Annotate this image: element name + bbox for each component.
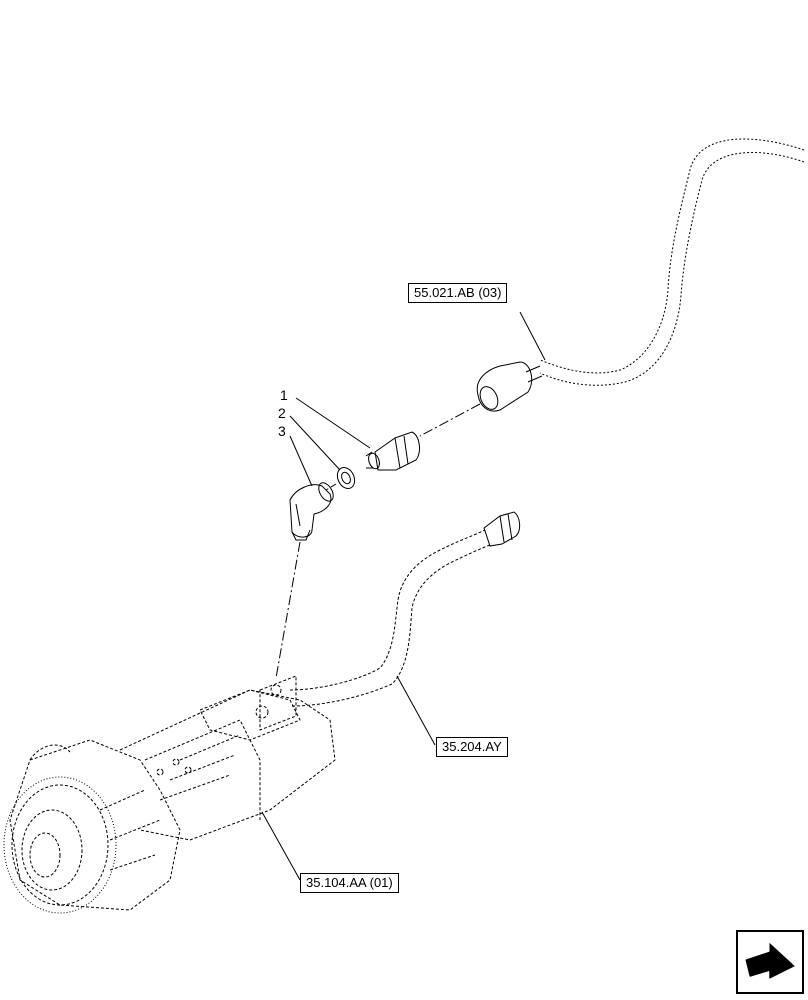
gear-teeth <box>3 776 117 914</box>
hydraulic-tube <box>289 529 493 707</box>
callout-number-2: 2 <box>278 405 286 421</box>
leader-ref-35-204 <box>396 675 436 746</box>
gear-housing <box>9 739 181 911</box>
sealing-washer <box>336 466 356 490</box>
tube-end-fitting <box>483 511 521 547</box>
callout-number-1: 1 <box>280 387 288 403</box>
pressure-switch <box>365 431 420 471</box>
elbow-fitting <box>289 482 334 541</box>
centerline-upper <box>419 403 481 437</box>
leader-ref-35-104 <box>261 811 301 881</box>
leader-callout-3 <box>289 435 313 487</box>
leader-callout-2 <box>289 415 341 471</box>
centerline-lower <box>275 541 301 679</box>
centerline-washer <box>325 483 337 491</box>
motor-assembly <box>119 675 336 841</box>
arrow-next-icon[interactable] <box>736 930 804 994</box>
reference-box-55-021-ab[interactable]: 55.021.AB (03) <box>408 283 508 303</box>
callout-number-3: 3 <box>278 423 286 439</box>
reference-box-35-204-ay[interactable]: 35.204.AY <box>436 737 508 757</box>
leader-ref-55 <box>519 311 546 361</box>
reference-box-35-104-aa[interactable]: 35.104.AA (01) <box>300 873 399 893</box>
sensor-cable <box>539 138 805 386</box>
cable-connector <box>476 361 543 412</box>
leader-callout-1 <box>295 397 371 449</box>
